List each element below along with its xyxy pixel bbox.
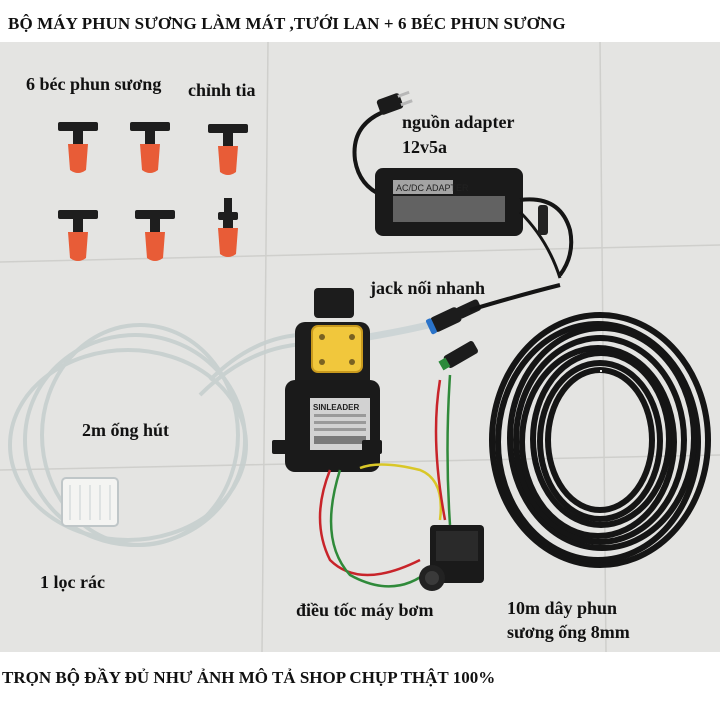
mist-pump: SINLEADER <box>272 288 382 472</box>
nozzle <box>130 122 170 173</box>
label-suction-hose: 2m ống hút <box>82 420 170 440</box>
pump-brand-print: SINLEADER <box>313 403 359 412</box>
label-quick-jack: jack nối nhanh <box>370 278 486 298</box>
dc-cable <box>469 283 561 312</box>
suction-hose-coil <box>8 323 323 547</box>
nozzle <box>208 124 248 175</box>
label-adapter-line2: 12v5a <box>402 137 447 157</box>
mist-nozzles <box>58 122 248 261</box>
dc-jack-connector <box>438 341 478 371</box>
nozzle <box>58 210 98 261</box>
label-filter: 1 lọc rác <box>40 572 105 592</box>
black-mist-hose-coil <box>489 312 711 568</box>
nozzle <box>58 122 98 173</box>
label-adapter-line1: nguồn adapter <box>402 112 515 132</box>
power-plug-icon <box>376 90 413 115</box>
label-nozzles: 6 béc phun sương <box>26 74 162 94</box>
adapter-label-print: AC/DC ADAPTER <box>396 183 469 193</box>
power-adapter: AC/DC ADAPTER <box>352 90 574 279</box>
speed-controller <box>419 525 484 591</box>
footer-caption: TRỌN BỘ ĐẦY ĐỦ NHƯ ẢNH MÔ TẢ SHOP CHỤP T… <box>2 668 496 687</box>
label-speed-control: điều tốc máy bơm <box>296 600 434 620</box>
quick-jack-connector <box>425 299 481 335</box>
label-adjust-spray: chỉnh tia <box>188 80 256 100</box>
page-title: BỘ MÁY PHUN SƯƠNG LÀM MÁT ,TƯỚI LAN + 6 … <box>8 14 566 33</box>
nozzle <box>218 198 238 257</box>
product-photo: AC/DC ADAPTER <box>0 42 720 652</box>
label-mist-hose-line1: 10m dây phun <box>507 598 618 618</box>
nozzle <box>135 210 175 261</box>
debris-filter <box>61 477 119 527</box>
label-mist-hose-line2: sương ống 8mm <box>507 622 630 642</box>
control-wires <box>318 374 452 588</box>
